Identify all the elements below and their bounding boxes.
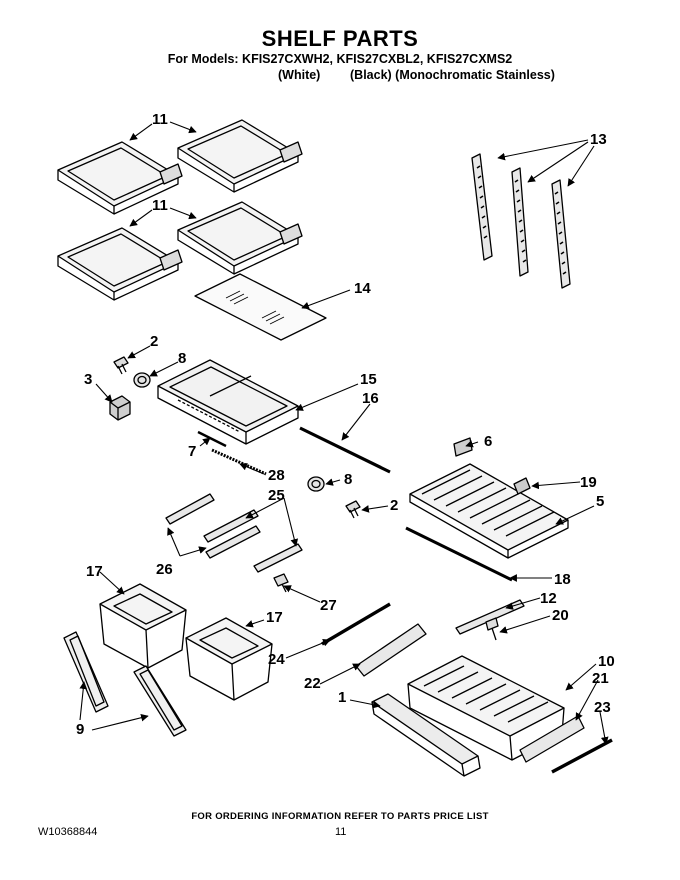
cantilever-shelf-upper-right	[177, 119, 303, 193]
callout-20: 20	[552, 607, 569, 624]
model-variant-white: (White)	[278, 68, 321, 82]
callout-25: 25	[268, 487, 285, 504]
callout-26: 26	[156, 561, 173, 578]
spacer-middle	[307, 476, 325, 492]
shelf-ladder-1	[471, 153, 493, 261]
callout-3: 3	[84, 371, 92, 388]
callout-14: 14	[354, 280, 371, 297]
callout-8-upper: 8	[178, 350, 186, 367]
cantilever-shelf-lower-right	[177, 201, 303, 275]
callout-8-middle: 8	[344, 471, 352, 488]
model-variant-black-stainless: (Black) (Monochromatic Stainless)	[350, 68, 555, 82]
ordering-note: FOR ORDERING INFORMATION REFER TO PARTS …	[191, 811, 489, 822]
screw-upper	[113, 356, 129, 375]
callout-13: 13	[590, 131, 607, 148]
slide-rail-left	[165, 493, 215, 525]
callout-19: 19	[580, 474, 597, 491]
callout-11-bottom: 11	[152, 197, 168, 214]
glass-panel	[194, 273, 327, 341]
crisper-cover-frame	[157, 359, 299, 445]
slide-rail-right	[253, 543, 303, 573]
callout-23: 23	[594, 699, 611, 716]
leader-lines	[79, 121, 609, 745]
callout-16: 16	[362, 390, 379, 407]
callout-2-upper: 2	[150, 333, 158, 350]
drawer-rail-left	[321, 602, 391, 646]
crisper-bin-left	[99, 583, 187, 669]
callout-28: 28	[268, 467, 285, 484]
shelf-ladder-3	[551, 179, 571, 289]
model-list: For Models: KFIS27CXWH2, KFIS27CXBL2, KF…	[167, 52, 513, 66]
page-number: 11	[335, 826, 347, 838]
callout-22: 22	[304, 675, 321, 692]
spacer-upper	[133, 372, 151, 388]
rack-strip	[211, 448, 267, 476]
cantilever-shelf-upper-left	[57, 141, 183, 215]
callout-1: 1	[338, 689, 346, 706]
drawer-side-panel	[519, 715, 585, 763]
screw-middle	[345, 500, 361, 519]
callout-27: 27	[320, 597, 337, 614]
shelf-trim	[405, 526, 513, 582]
clip	[109, 395, 131, 421]
shelf-clip	[513, 477, 531, 495]
crisper-front-left	[63, 631, 109, 713]
callout-10: 10	[598, 653, 615, 670]
callout-11-top: 11	[152, 111, 168, 128]
drawer-rail-right	[551, 738, 613, 774]
cantilever-shelf-lower-left	[57, 227, 183, 301]
callout-2-middle: 2	[390, 497, 398, 514]
document-id: W10368844	[38, 826, 98, 838]
callout-17-left: 17	[86, 563, 103, 580]
callout-18: 18	[554, 571, 571, 588]
callout-24: 24	[268, 651, 285, 668]
crisper-bin-right	[185, 617, 273, 701]
page-title: SHELF PARTS	[261, 26, 419, 51]
crisper-front-right	[133, 665, 187, 737]
callout-6: 6	[484, 433, 492, 450]
callout-5: 5	[596, 493, 604, 510]
slide-rail-center	[203, 509, 261, 559]
callout-12: 12	[540, 590, 557, 607]
fastener	[273, 573, 289, 593]
callout-7: 7	[188, 443, 196, 460]
shelf-bracket	[453, 437, 473, 457]
drawer-rail-housing	[355, 623, 427, 677]
cover-strip	[197, 430, 227, 448]
deli-drawer-shelf	[409, 463, 569, 559]
callout-21: 21	[592, 670, 609, 687]
callout-17-right: 17	[266, 609, 283, 626]
callout-9: 9	[76, 721, 84, 738]
trim-rod	[299, 426, 391, 474]
callout-15: 15	[360, 371, 377, 388]
drawer-screw	[485, 617, 499, 641]
shelf-ladder-2	[511, 167, 529, 277]
